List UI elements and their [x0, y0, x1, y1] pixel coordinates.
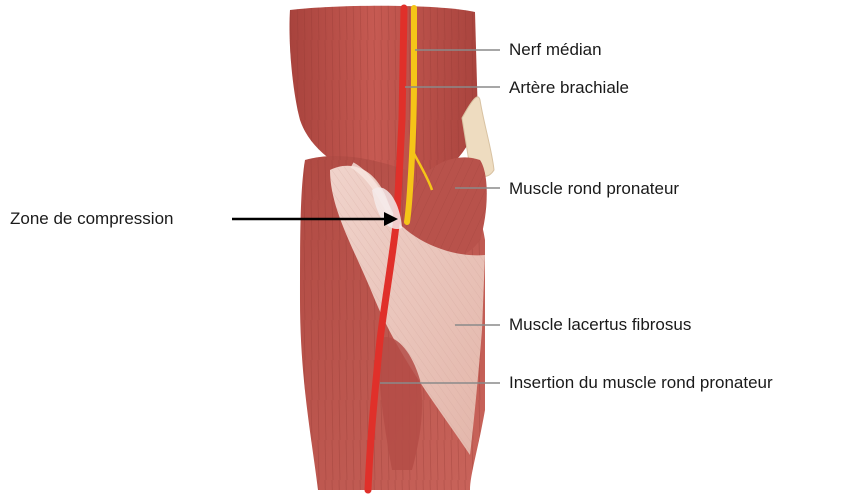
label-pronator-insertion: Insertion du muscle rond pronateur: [509, 373, 773, 393]
label-pronator-teres: Muscle rond pronateur: [509, 179, 679, 199]
label-brachial-artery: Artère brachiale: [509, 78, 629, 98]
label-lacertus-fibrosus: Muscle lacertus fibrosus: [509, 315, 691, 335]
label-median-nerve: Nerf médian: [509, 40, 602, 60]
label-compression-zone: Zone de compression: [10, 209, 173, 229]
